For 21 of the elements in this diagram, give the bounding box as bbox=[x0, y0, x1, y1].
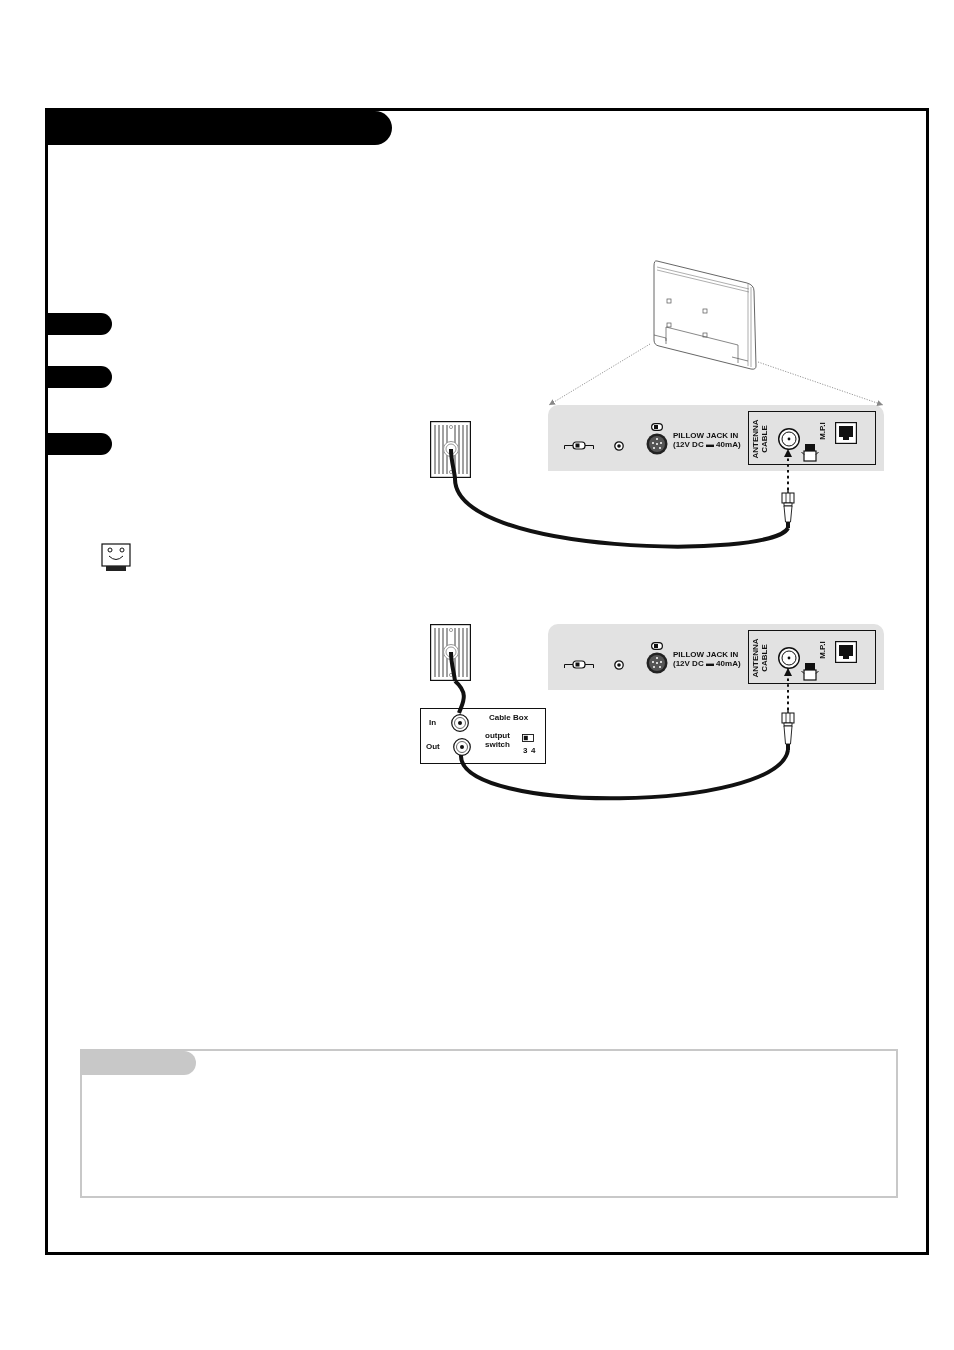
port-label: M.P.I bbox=[818, 421, 828, 442]
switch-label: output switch bbox=[485, 732, 511, 750]
antenna-port-frame bbox=[748, 630, 876, 684]
jack-label: PILLOW JACK IN (12V DC ▬ 40mA) bbox=[673, 651, 742, 669]
coax-cable bbox=[459, 748, 790, 801]
switch-position-label: 3 bbox=[523, 747, 528, 756]
port-label: In bbox=[429, 719, 437, 728]
dotted-arrow bbox=[784, 448, 792, 491]
port-label: Out bbox=[426, 743, 440, 752]
coax-cable bbox=[453, 477, 790, 549]
port-label: M.P.I bbox=[818, 640, 828, 661]
cable-box bbox=[420, 708, 546, 764]
device-label: Cable Box bbox=[489, 714, 529, 723]
port-label: ANTENNA CABLE bbox=[752, 638, 770, 678]
dotted-arrow bbox=[784, 667, 792, 711]
connector-panel bbox=[548, 405, 884, 471]
switch-position-label: 4 bbox=[531, 747, 536, 756]
port-label: ANTENNA CABLE bbox=[752, 419, 770, 459]
antenna-port-frame bbox=[748, 411, 876, 465]
connector-panel bbox=[548, 624, 884, 690]
jack-label: PILLOW JACK IN (12V DC ▬ 40mA) bbox=[673, 432, 742, 450]
